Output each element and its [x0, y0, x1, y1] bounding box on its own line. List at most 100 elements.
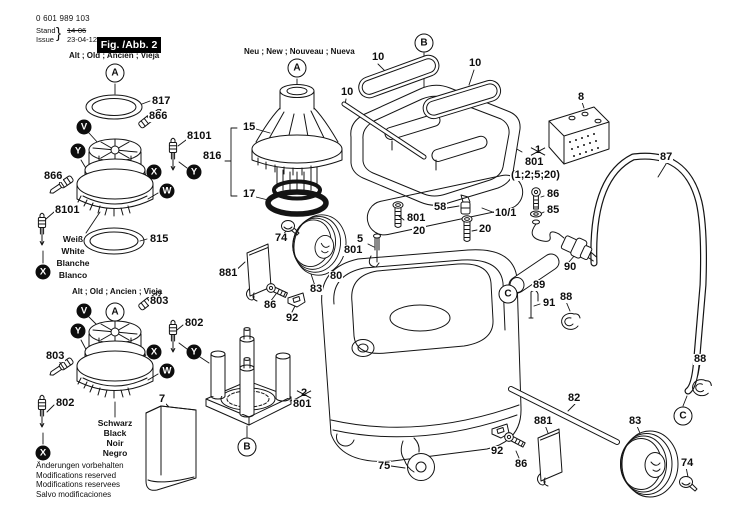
filter-box-8 [548, 106, 610, 165]
seal-ring-815 [83, 227, 145, 255]
color-black-en: Black [103, 428, 127, 438]
index-marker-X-filled: X [35, 445, 51, 461]
float-valve-58 [460, 194, 471, 215]
part-label-8: 8 [577, 91, 586, 103]
part-label-815: 815 [149, 233, 170, 245]
part-label-101: 10/1 [494, 207, 518, 219]
part-label-801: 801 [292, 398, 313, 410]
index-marker-A-open: A [287, 58, 307, 78]
old-issue-date: 14-06 [67, 26, 87, 35]
base-plate-2 [205, 327, 292, 426]
issue-date: 23-04-12 [67, 35, 98, 44]
part-label-83: 83 [628, 415, 643, 427]
part-label-91: 91 [542, 297, 557, 309]
index-marker-X-filled: X [146, 164, 162, 180]
notice-es: Salvo modificaciones [36, 489, 112, 499]
part-label-83: 83 [309, 283, 324, 295]
part-label-1: 1 [534, 144, 543, 156]
part-label-2: 2 [300, 387, 309, 399]
part-label-20: 20 [412, 225, 427, 237]
index-marker-B-open: B [414, 33, 434, 53]
part-label-82: 82 [567, 392, 582, 404]
part-label-8101: 8101 [54, 204, 81, 216]
part-label-8101: 8101 [186, 130, 213, 142]
part-label-801: 801 [343, 244, 364, 256]
index-marker-A-open: A [105, 302, 125, 322]
part-label-802: 802 [184, 317, 205, 329]
part-label-15: 15 [242, 121, 257, 133]
part-label-866: 866 [148, 110, 169, 122]
section-label-old-top: Alt ; Old ; Ancien ; Vieja [69, 51, 160, 60]
part-label-801: 801 [524, 156, 545, 168]
seal-ring-817 [85, 94, 143, 120]
index-marker-B-open: B [237, 437, 257, 457]
color-black-fr: Noir [106, 438, 124, 448]
screw-86-85-right [530, 187, 542, 225]
index-marker-V-filled: V [76, 303, 92, 319]
index-marker-Y-filled: Y [186, 344, 202, 360]
index-marker-Y-filled: Y [70, 323, 86, 339]
part-label-7: 7 [158, 393, 167, 405]
color-black-es: Negro [102, 448, 128, 458]
caster-75 [400, 437, 435, 481]
part-label-88: 88 [693, 353, 708, 365]
part-label-90: 90 [563, 261, 578, 273]
part-label-92: 92 [285, 312, 300, 324]
part-label-86: 86 [546, 188, 561, 200]
part-label-866: 866 [43, 170, 64, 182]
index-marker-Y-filled: Y [186, 164, 202, 180]
index-marker-Y-filled: Y [70, 143, 86, 159]
index-marker-V-filled: V [76, 119, 92, 135]
part-label-85: 85 [546, 204, 561, 216]
silencer-tube-89 [508, 253, 560, 294]
part-label-803: 803 [45, 350, 66, 362]
part-label-58: 58 [433, 201, 448, 213]
part-label-20: 20 [478, 223, 493, 235]
brace-glyph: } [56, 25, 62, 42]
part-label-80: 80 [329, 270, 344, 282]
part-label-881: 881 [218, 267, 239, 279]
index-marker-W-filled: W [159, 183, 175, 199]
color-white-en: White [61, 246, 85, 256]
stand-label: Stand [36, 26, 56, 35]
turbine-new-15 [251, 84, 343, 217]
part-label-801: 801 [406, 212, 427, 224]
figure-label: Fig. /Abb. 2 [97, 37, 161, 53]
part-label-87: 87 [659, 151, 674, 163]
power-cable-90 [531, 223, 597, 262]
index-marker-X-filled: X [146, 344, 162, 360]
part-label-10: 10 [468, 57, 483, 69]
part-label-817: 817 [151, 95, 172, 107]
section-label-new: Neu ; New ; Nouveau ; Nueva [244, 47, 355, 56]
cover-7 [145, 405, 197, 491]
modifications-notice: Änderungen vorbehalten Modifications res… [36, 461, 124, 499]
color-label-white: Weiß White Blanche Blanco [45, 233, 101, 281]
part-label-92: 92 [490, 445, 505, 457]
index-marker-X-filled: X [35, 264, 51, 280]
index-marker-C-open: C [673, 406, 693, 426]
part-label-86: 86 [263, 299, 278, 311]
index-marker-W-filled: W [159, 363, 175, 379]
issue-label: Issue [36, 35, 54, 44]
notice-fr: Modifications reservees [36, 480, 121, 489]
pin-5 [368, 233, 381, 268]
color-black-de: Schwarz [97, 418, 133, 428]
part-label-75: 75 [377, 460, 392, 472]
part-label-12520: (1;2;5;20) [510, 169, 561, 181]
part-label-881: 881 [533, 415, 554, 427]
seal-10-1 [366, 174, 524, 236]
color-white-fr: Blanche [56, 258, 90, 268]
section-label-old-bottom: Alt ; Old ; Ancien ; Vieja [72, 287, 163, 296]
document-part-number: 0 601 989 103 [36, 14, 90, 23]
part-label-74: 74 [680, 457, 695, 469]
part-label-5: 5 [356, 233, 365, 245]
part-label-86: 86 [514, 458, 529, 470]
color-white-de: Weiß [62, 234, 84, 244]
tank-body [321, 249, 522, 462]
color-white-es: Blanco [58, 270, 88, 280]
axle-82 [508, 386, 620, 445]
index-marker-C-open: C [498, 284, 518, 304]
